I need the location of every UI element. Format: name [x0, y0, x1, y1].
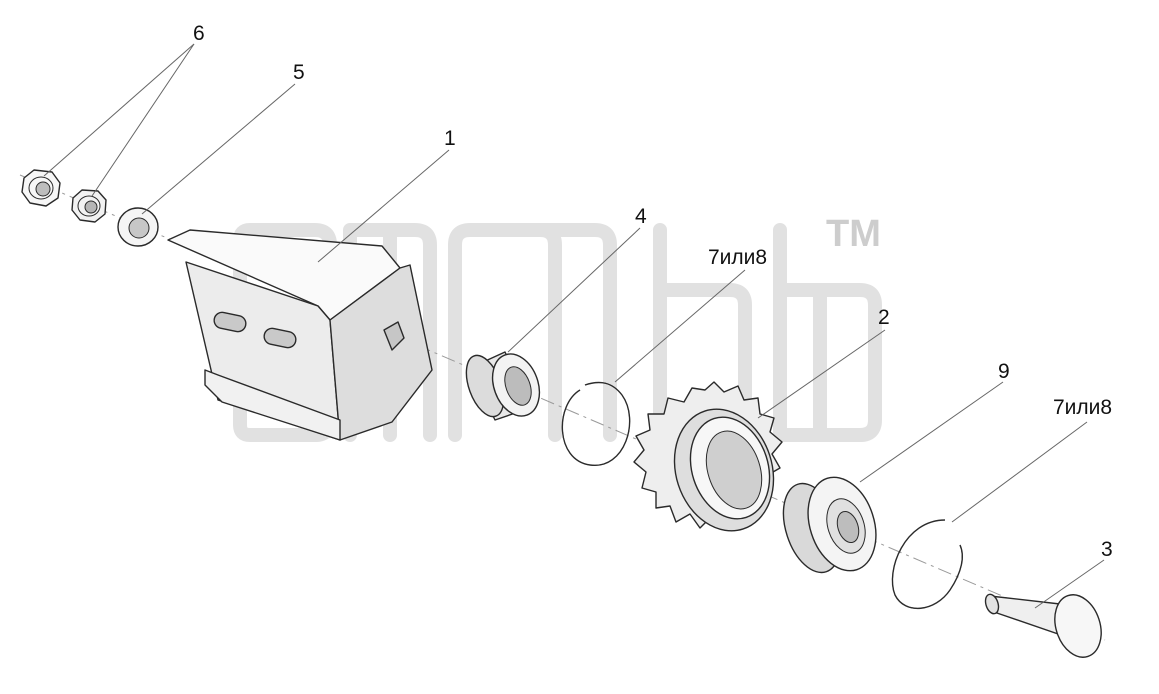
- watermark-trademark: TM: [826, 213, 881, 255]
- sprocket: [633, 381, 783, 532]
- hex-nut-2: [71, 189, 107, 223]
- label-part-7-or-8-lower: 7или8: [1053, 396, 1112, 419]
- leader-lines: [43, 43, 1105, 609]
- bearing: [782, 476, 877, 574]
- bushing: [465, 351, 541, 421]
- flat-washer: [117, 207, 159, 247]
- label-part-3: 3: [1101, 538, 1113, 561]
- label-part-4: 4: [635, 205, 647, 228]
- snap-ring-upper: [561, 381, 631, 466]
- snap-ring-lower: [891, 519, 963, 610]
- label-part-9: 9: [998, 360, 1010, 383]
- label-part-2: 2: [878, 306, 890, 329]
- hex-nut-1: [21, 169, 61, 207]
- label-part-1: 1: [444, 127, 456, 150]
- label-part-7-or-8-upper: 7или8: [708, 246, 767, 269]
- label-part-6: 6: [193, 22, 205, 45]
- label-part-5: 5: [293, 61, 305, 84]
- bracket: [167, 229, 433, 441]
- axle-pin: [984, 593, 1102, 658]
